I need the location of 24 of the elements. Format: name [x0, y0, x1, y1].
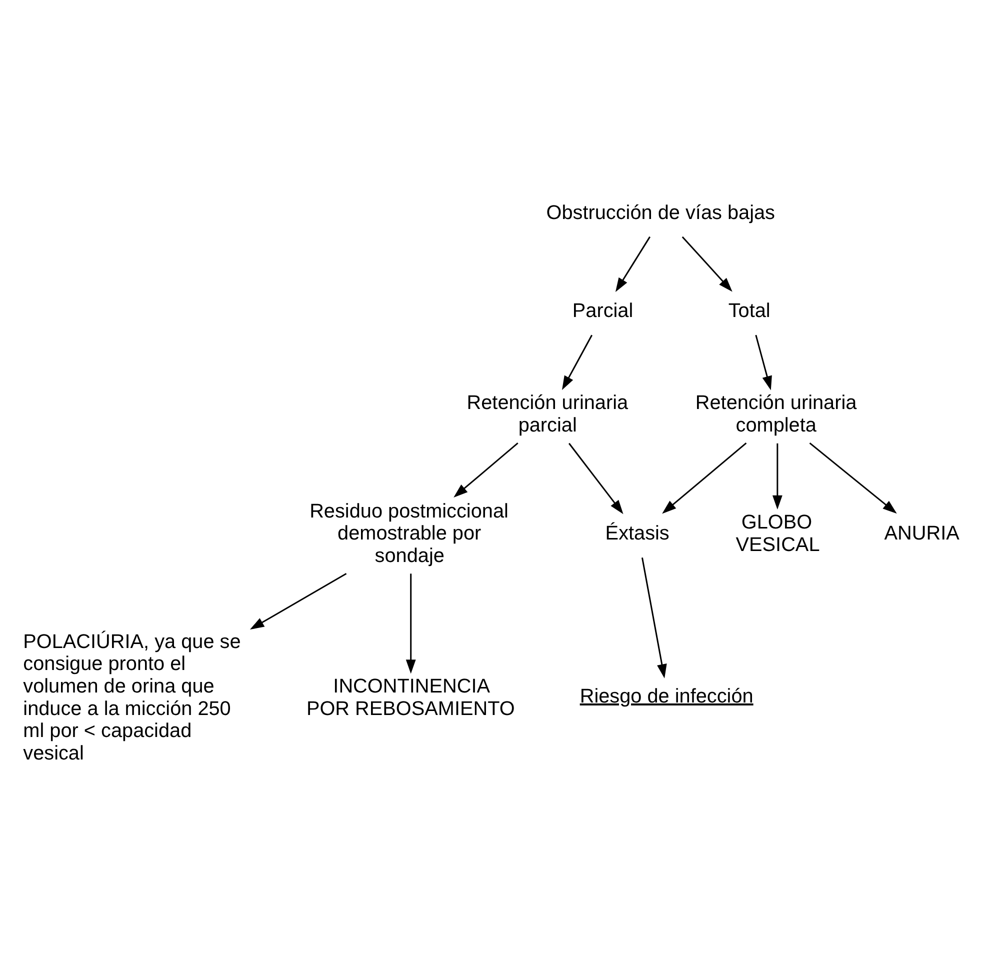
arrow: [682, 236, 732, 292]
node-text: Riesgo de infección: [580, 684, 754, 707]
arrow: [809, 442, 897, 514]
node-text: Retención urinaria completa: [695, 392, 857, 436]
node-text: Obstrucción de vías bajas: [546, 202, 775, 224]
node-text: Retención urinaria parcial: [466, 392, 628, 436]
arrow: [662, 442, 747, 514]
node-text: Parcial: [572, 300, 634, 322]
node-text: INCONTINENCIA POR REBOSAMIENTO: [306, 674, 515, 720]
node-text: Residuo postmiccional demostrable por sondaje: [310, 500, 508, 567]
arrow: [641, 557, 667, 678]
node-text: ANURIA: [884, 522, 960, 544]
arrow: [615, 236, 650, 292]
arrow: [406, 573, 416, 674]
node-text: POLACIÚRIA, ya que se consigue pronto el volumen de orina que induce a la micción 250 ml por < capacidad vesical: [23, 630, 241, 764]
arrow: [250, 572, 347, 630]
node-text: GLOBO VESICAL: [736, 510, 820, 556]
arrow: [755, 334, 772, 390]
arrow: [568, 442, 624, 514]
node-text: Total: [728, 300, 770, 322]
arrow: [772, 442, 782, 510]
arrow: [454, 442, 518, 497]
node-text: Éxtasis: [605, 522, 670, 544]
arrow: [562, 334, 593, 390]
